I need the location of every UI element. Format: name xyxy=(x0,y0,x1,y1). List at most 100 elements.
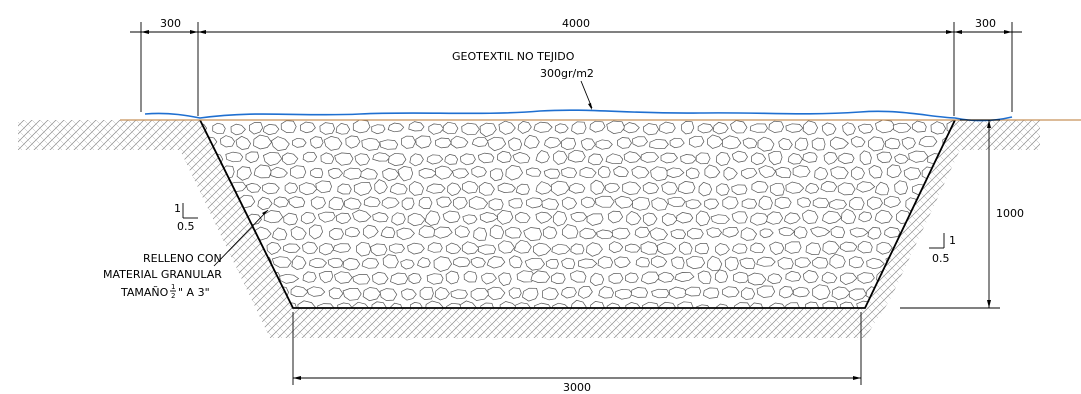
rock-shape xyxy=(607,210,624,224)
rock-shape xyxy=(352,120,371,134)
rock-shape xyxy=(444,154,458,165)
rock-shape xyxy=(561,257,576,269)
rock-shape xyxy=(283,212,298,226)
rock-shape xyxy=(640,241,659,255)
rock-shape xyxy=(460,153,476,166)
rock-shape xyxy=(598,286,614,299)
rock-shape xyxy=(417,257,431,268)
rock-shape xyxy=(680,121,695,135)
soil-hatch xyxy=(18,120,1040,338)
rock-shape xyxy=(498,120,516,135)
rock-shape xyxy=(918,287,935,298)
rock-shape xyxy=(272,227,288,241)
rock-shape xyxy=(785,181,805,194)
rock-shape xyxy=(581,196,596,209)
rock-shape xyxy=(848,256,864,269)
rock-shape xyxy=(328,168,344,179)
rock-shape xyxy=(532,242,552,257)
rock-shape xyxy=(498,240,515,254)
rock-shape xyxy=(631,165,650,179)
rock-shape xyxy=(936,197,955,209)
rock-shape xyxy=(470,288,490,301)
rock-shape xyxy=(354,153,371,166)
rock-shape xyxy=(489,224,505,239)
rock-shape xyxy=(841,208,857,225)
rock-shape xyxy=(561,167,578,178)
rock-shape xyxy=(590,272,605,286)
rock-shape xyxy=(632,136,648,147)
rock-shape xyxy=(409,181,424,196)
rock-shape xyxy=(766,211,784,225)
rock-shape xyxy=(418,225,438,238)
rock-shape xyxy=(756,285,776,298)
rock-shape xyxy=(481,272,497,285)
rock-shape xyxy=(694,242,710,255)
rock-shape xyxy=(309,257,327,268)
rock-shape xyxy=(235,135,252,150)
rock-shape xyxy=(632,196,651,211)
rock-shape xyxy=(380,226,396,238)
rock-shape xyxy=(680,154,697,165)
rock-shape xyxy=(319,122,335,135)
rock-shape xyxy=(401,197,415,211)
rock-shape xyxy=(635,257,650,268)
left-slope-marker xyxy=(182,203,198,219)
rock-shape xyxy=(489,168,504,182)
rock-shape xyxy=(544,137,562,149)
rock-shape xyxy=(524,257,545,271)
rock-shape xyxy=(579,227,597,240)
rock-shape xyxy=(450,135,469,149)
rock-shape xyxy=(812,284,831,301)
rock-shape xyxy=(345,135,361,149)
rock-shape xyxy=(388,243,405,254)
rock-shape xyxy=(262,182,280,195)
rock-shape xyxy=(337,183,352,195)
rock-shape xyxy=(498,272,512,286)
rock-shape xyxy=(856,181,876,193)
rock-shape xyxy=(715,243,730,256)
rock-shape xyxy=(797,197,812,208)
rock-shape xyxy=(604,182,620,194)
rock-shape xyxy=(777,257,794,270)
rock-shape xyxy=(442,210,461,224)
rock-shape xyxy=(382,254,399,269)
rock-shape xyxy=(401,135,416,149)
rock-shape xyxy=(505,165,524,181)
rock-shape xyxy=(901,286,917,300)
rock-shape xyxy=(523,227,542,241)
rock-shape xyxy=(426,154,444,165)
rock-shape xyxy=(352,274,371,285)
rock-shape xyxy=(805,182,820,194)
rock-shape xyxy=(749,123,768,133)
rock-shape xyxy=(623,151,642,163)
rock-shape xyxy=(542,287,559,301)
rock-shape xyxy=(724,256,739,272)
rock-shape xyxy=(739,257,756,269)
rock-shape xyxy=(831,286,851,300)
rock-shape xyxy=(767,273,783,285)
rock-shape xyxy=(434,165,454,180)
rock-shape xyxy=(894,180,908,195)
rock-shape xyxy=(387,122,405,133)
rock-shape xyxy=(874,209,893,224)
rock-shape xyxy=(685,167,700,180)
rock-shape xyxy=(722,135,742,150)
rock-shape xyxy=(371,124,386,135)
rock-shape xyxy=(329,228,344,241)
rock-shape xyxy=(298,182,318,196)
rock-shape xyxy=(505,226,522,239)
rock-shape xyxy=(487,136,507,152)
rock-shape xyxy=(535,181,553,195)
depth-dimension xyxy=(900,119,1000,309)
rock-shape xyxy=(389,182,408,195)
rock-shape xyxy=(570,299,587,308)
rock-shape xyxy=(219,285,237,298)
rock-shape xyxy=(876,241,893,255)
rock-shape xyxy=(687,227,704,240)
rock-shape xyxy=(866,257,885,270)
rock-shape xyxy=(918,135,938,148)
rock-shape xyxy=(415,135,432,149)
rock-shape xyxy=(778,227,796,237)
rock-shape xyxy=(930,121,947,135)
